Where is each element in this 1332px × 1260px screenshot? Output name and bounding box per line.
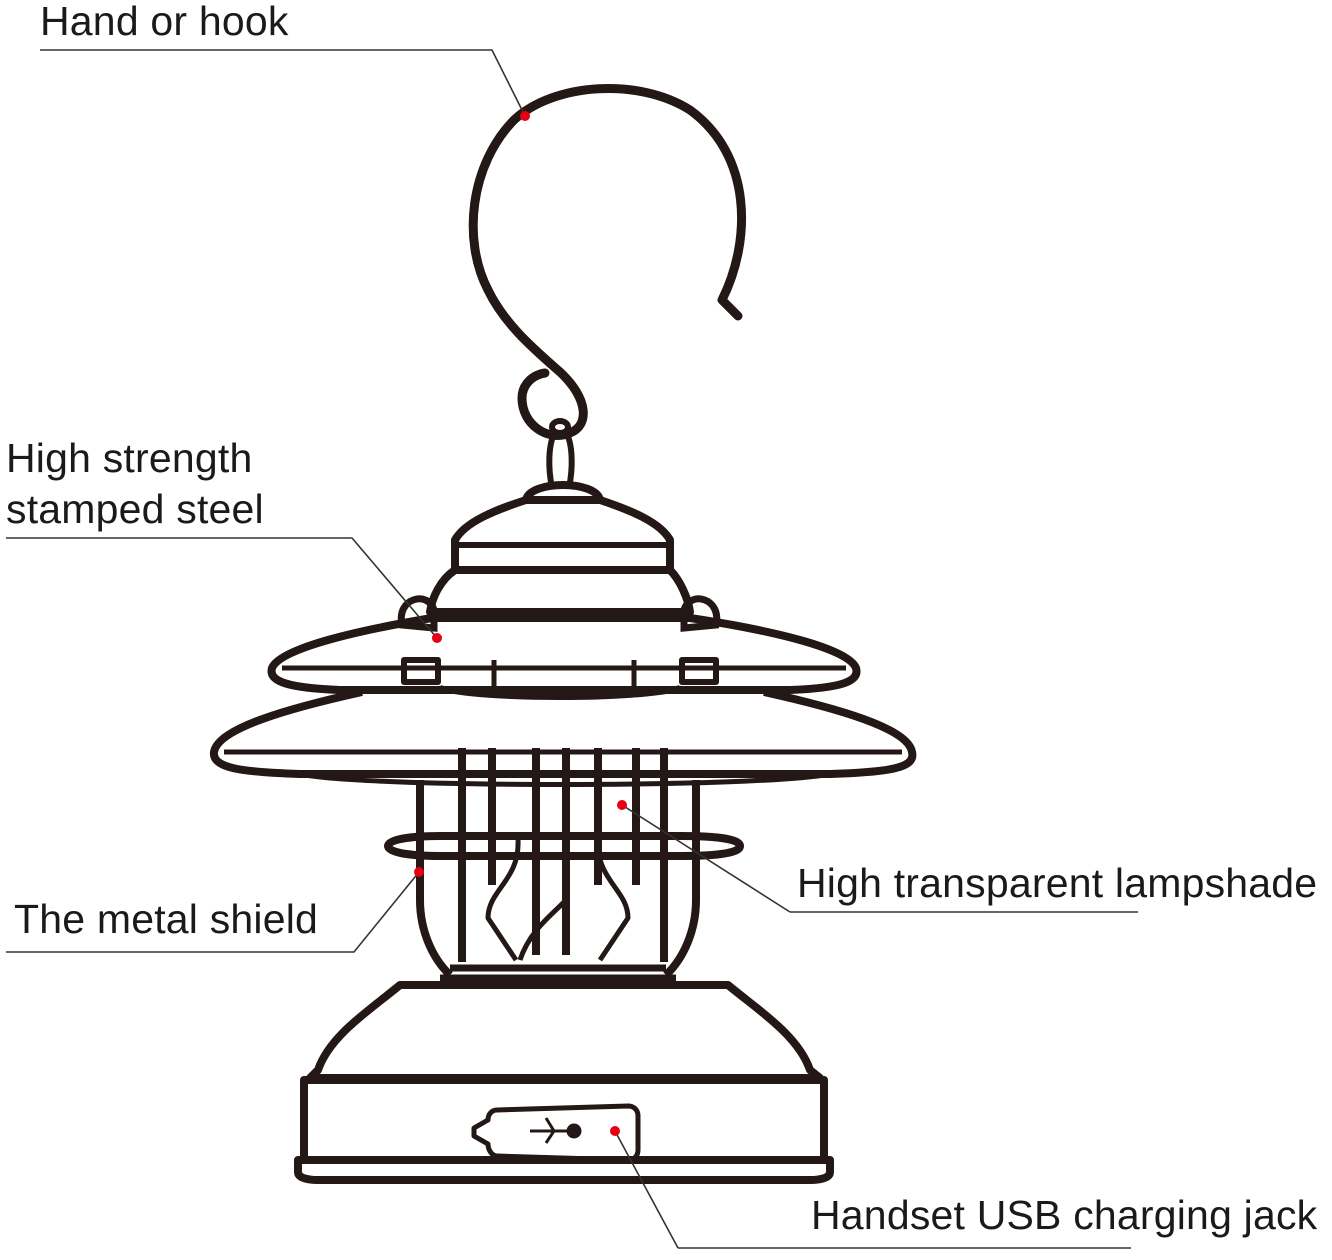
usb-symbol-icon <box>530 1117 582 1144</box>
callout-usb-label: Handset USB charging jack <box>811 1192 1318 1238</box>
callout-lampshade-label: High transparent lampshade <box>797 860 1318 906</box>
marker-lampshade <box>617 800 627 810</box>
marker-steel <box>432 633 442 643</box>
callout-shield-label: The metal shield <box>14 896 319 942</box>
metal-shield-ring <box>383 832 745 860</box>
hanging-ring <box>546 418 575 489</box>
upper-shade <box>267 614 861 700</box>
callout-steel-line1: High strength <box>6 435 253 481</box>
side-lugs <box>397 595 721 632</box>
callout-steel-label: High strength stamped steel <box>6 433 264 536</box>
hook <box>468 84 746 440</box>
callout-steel-line2: stamped steel <box>6 486 264 533</box>
callout-hook-label: Hand or hook <box>40 0 289 44</box>
leader-lines <box>6 49 1138 1249</box>
marker-usb <box>610 1126 620 1136</box>
marker-shield <box>414 867 424 877</box>
callout-markers <box>414 111 627 1136</box>
top-cap <box>426 481 694 616</box>
base <box>294 981 834 1184</box>
marker-hook <box>520 111 530 121</box>
